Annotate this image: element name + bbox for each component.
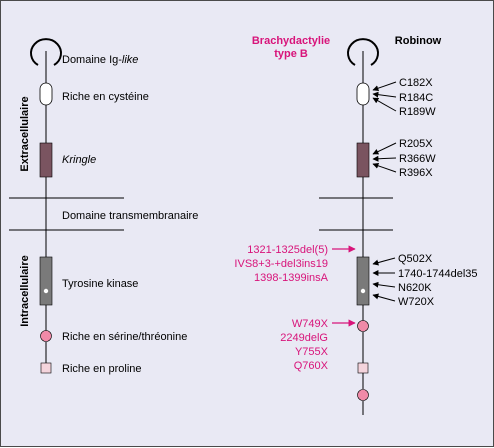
ser-thr-domain: [40, 330, 52, 342]
region-extracellular-label: Extracellulaire: [19, 96, 31, 171]
mutation-label: IVS8+3-+del3ins19: [234, 258, 328, 270]
arrow: [372, 81, 397, 92]
arrow: [372, 281, 396, 288]
label-tyrosine-kinase: Tyrosine kinase: [62, 278, 138, 290]
ig-domain-hook: [30, 38, 62, 66]
mutation-label: 1398-1399insA: [254, 272, 329, 284]
robinow-cys-group: C182X R184C R189W: [372, 77, 436, 118]
robinow-kinase-group: Q502X 1740-1744del35 N620K W720X: [372, 253, 478, 308]
cysteine-rich-domain-right: [356, 82, 370, 106]
arrow: [372, 142, 397, 155]
right-receptor: [347, 38, 379, 415]
mutation-label: Y755X: [295, 346, 329, 358]
mutation-label: N620K: [398, 282, 432, 294]
cysteine-rich-domain: [39, 82, 53, 106]
bdb-title-line1: Brachydactylie: [252, 35, 330, 47]
mutation-label: R396X: [399, 167, 433, 179]
ig-domain-hook-right: [347, 38, 379, 66]
mutation-label: 1740-1744del35: [398, 268, 478, 280]
arrow: [372, 293, 396, 302]
mutation-label: Q502X: [398, 253, 433, 265]
bdb-serthr-group: W749X 2249delG Y755X Q760X: [280, 318, 356, 372]
proline-domain-right: [357, 362, 369, 374]
label-ig-domain: Domaine Ig-like: [62, 54, 138, 66]
kinase-dot: [43, 288, 49, 294]
arrow: [372, 91, 397, 98]
arrow: [372, 155, 397, 162]
mutation-label: R205X: [399, 138, 433, 150]
mutation-label: R366W: [399, 153, 436, 165]
arrow: [372, 97, 397, 112]
mutation-label: C182X: [399, 77, 433, 89]
ser-thr-domain-right: [357, 320, 369, 332]
label-cysteine-rich: Riche en cystéine: [62, 91, 149, 103]
mutation-label: 1321-1325del(5): [247, 244, 328, 256]
arrow: [372, 257, 396, 266]
kringle-domain: [39, 142, 53, 178]
bdb-title-line2: type B: [274, 48, 308, 60]
ser-thr-domain-right-2: [357, 389, 369, 401]
bdb-kinase-group: 1321-1325del(5) IVS8+3-+del3ins19 1398-1…: [234, 244, 356, 284]
mutation-label: W720X: [398, 296, 435, 308]
label-kringle: Kringle: [62, 154, 96, 166]
mutation-label: R189W: [399, 106, 436, 118]
robinow-title: Robinow: [395, 35, 442, 47]
robinow-kringle-group: R205X R366W R396X: [372, 138, 436, 179]
arrow: [372, 162, 397, 173]
mutation-label: R184C: [399, 92, 433, 104]
kinase-domain-right: [356, 256, 370, 306]
kringle-domain-right: [356, 142, 370, 178]
mutation-label: 2249delG: [280, 332, 328, 344]
label-ser-thr: Riche en sérine/thréonine: [62, 331, 187, 343]
region-intracellular-label: Intracellulaire: [19, 255, 31, 327]
mutation-label: Q760X: [294, 360, 329, 372]
proline-domain: [40, 362, 52, 374]
kinase-domain: [39, 256, 53, 306]
left-receptor: [30, 38, 62, 374]
label-proline: Riche en proline: [62, 363, 142, 375]
label-transmembrane: Domaine transmembranaire: [62, 210, 198, 222]
kinase-dot-right: [360, 288, 366, 294]
mutation-label: W749X: [292, 318, 329, 330]
